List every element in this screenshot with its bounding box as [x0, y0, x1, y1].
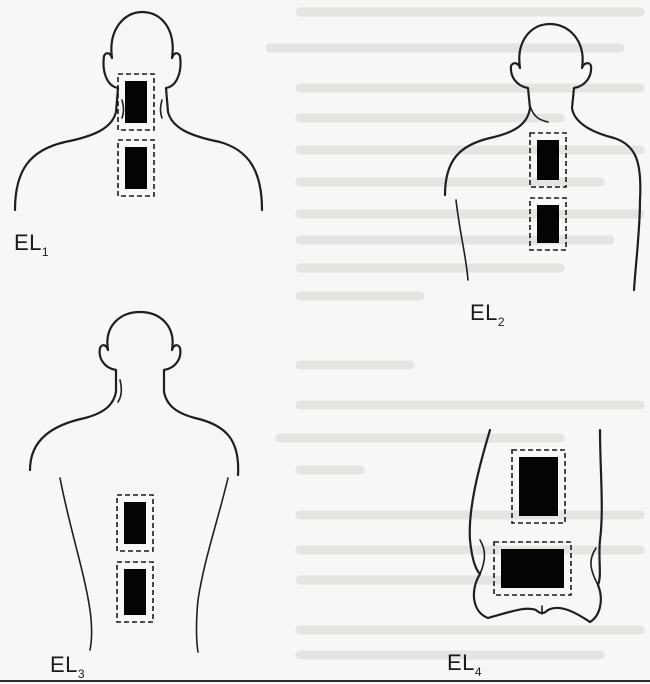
figure-el3-electrode-upper	[124, 502, 146, 544]
figure-el3-label-main: EL	[50, 652, 78, 677]
figure-el4-label-main: EL	[447, 650, 475, 675]
figure-el4-electrode-lower	[501, 549, 564, 588]
figure-el4	[470, 430, 602, 622]
figure-el4-label-sub: 4	[475, 665, 482, 679]
figure-el2-label-sub: 2	[498, 315, 505, 329]
figure-el1-electrode-upper	[125, 81, 147, 123]
figure-el4-label: EL4	[447, 650, 482, 679]
figure-el3-label-sub: 3	[78, 667, 85, 681]
figure-el1-label-sub: 1	[42, 245, 49, 259]
figure-el3-label: EL3	[50, 652, 85, 681]
figure-el1-label: EL1	[14, 230, 49, 259]
figure-el2-label-main: EL	[470, 300, 498, 325]
figure-el1	[15, 12, 262, 210]
figure-el2	[445, 24, 640, 290]
figure-el3	[30, 312, 238, 652]
figure-el3-electrode-lower	[124, 569, 146, 615]
figure-el1-label-main: EL	[14, 230, 42, 255]
figure-el1-electrode-lower	[125, 147, 147, 189]
figure-el2-label: EL2	[470, 300, 505, 329]
figure-el2-electrode-upper	[537, 140, 559, 180]
figure-el3-outline	[30, 312, 238, 475]
figure-el4-electrode-upper	[519, 457, 558, 516]
figure-el2-electrode-lower	[537, 205, 559, 243]
